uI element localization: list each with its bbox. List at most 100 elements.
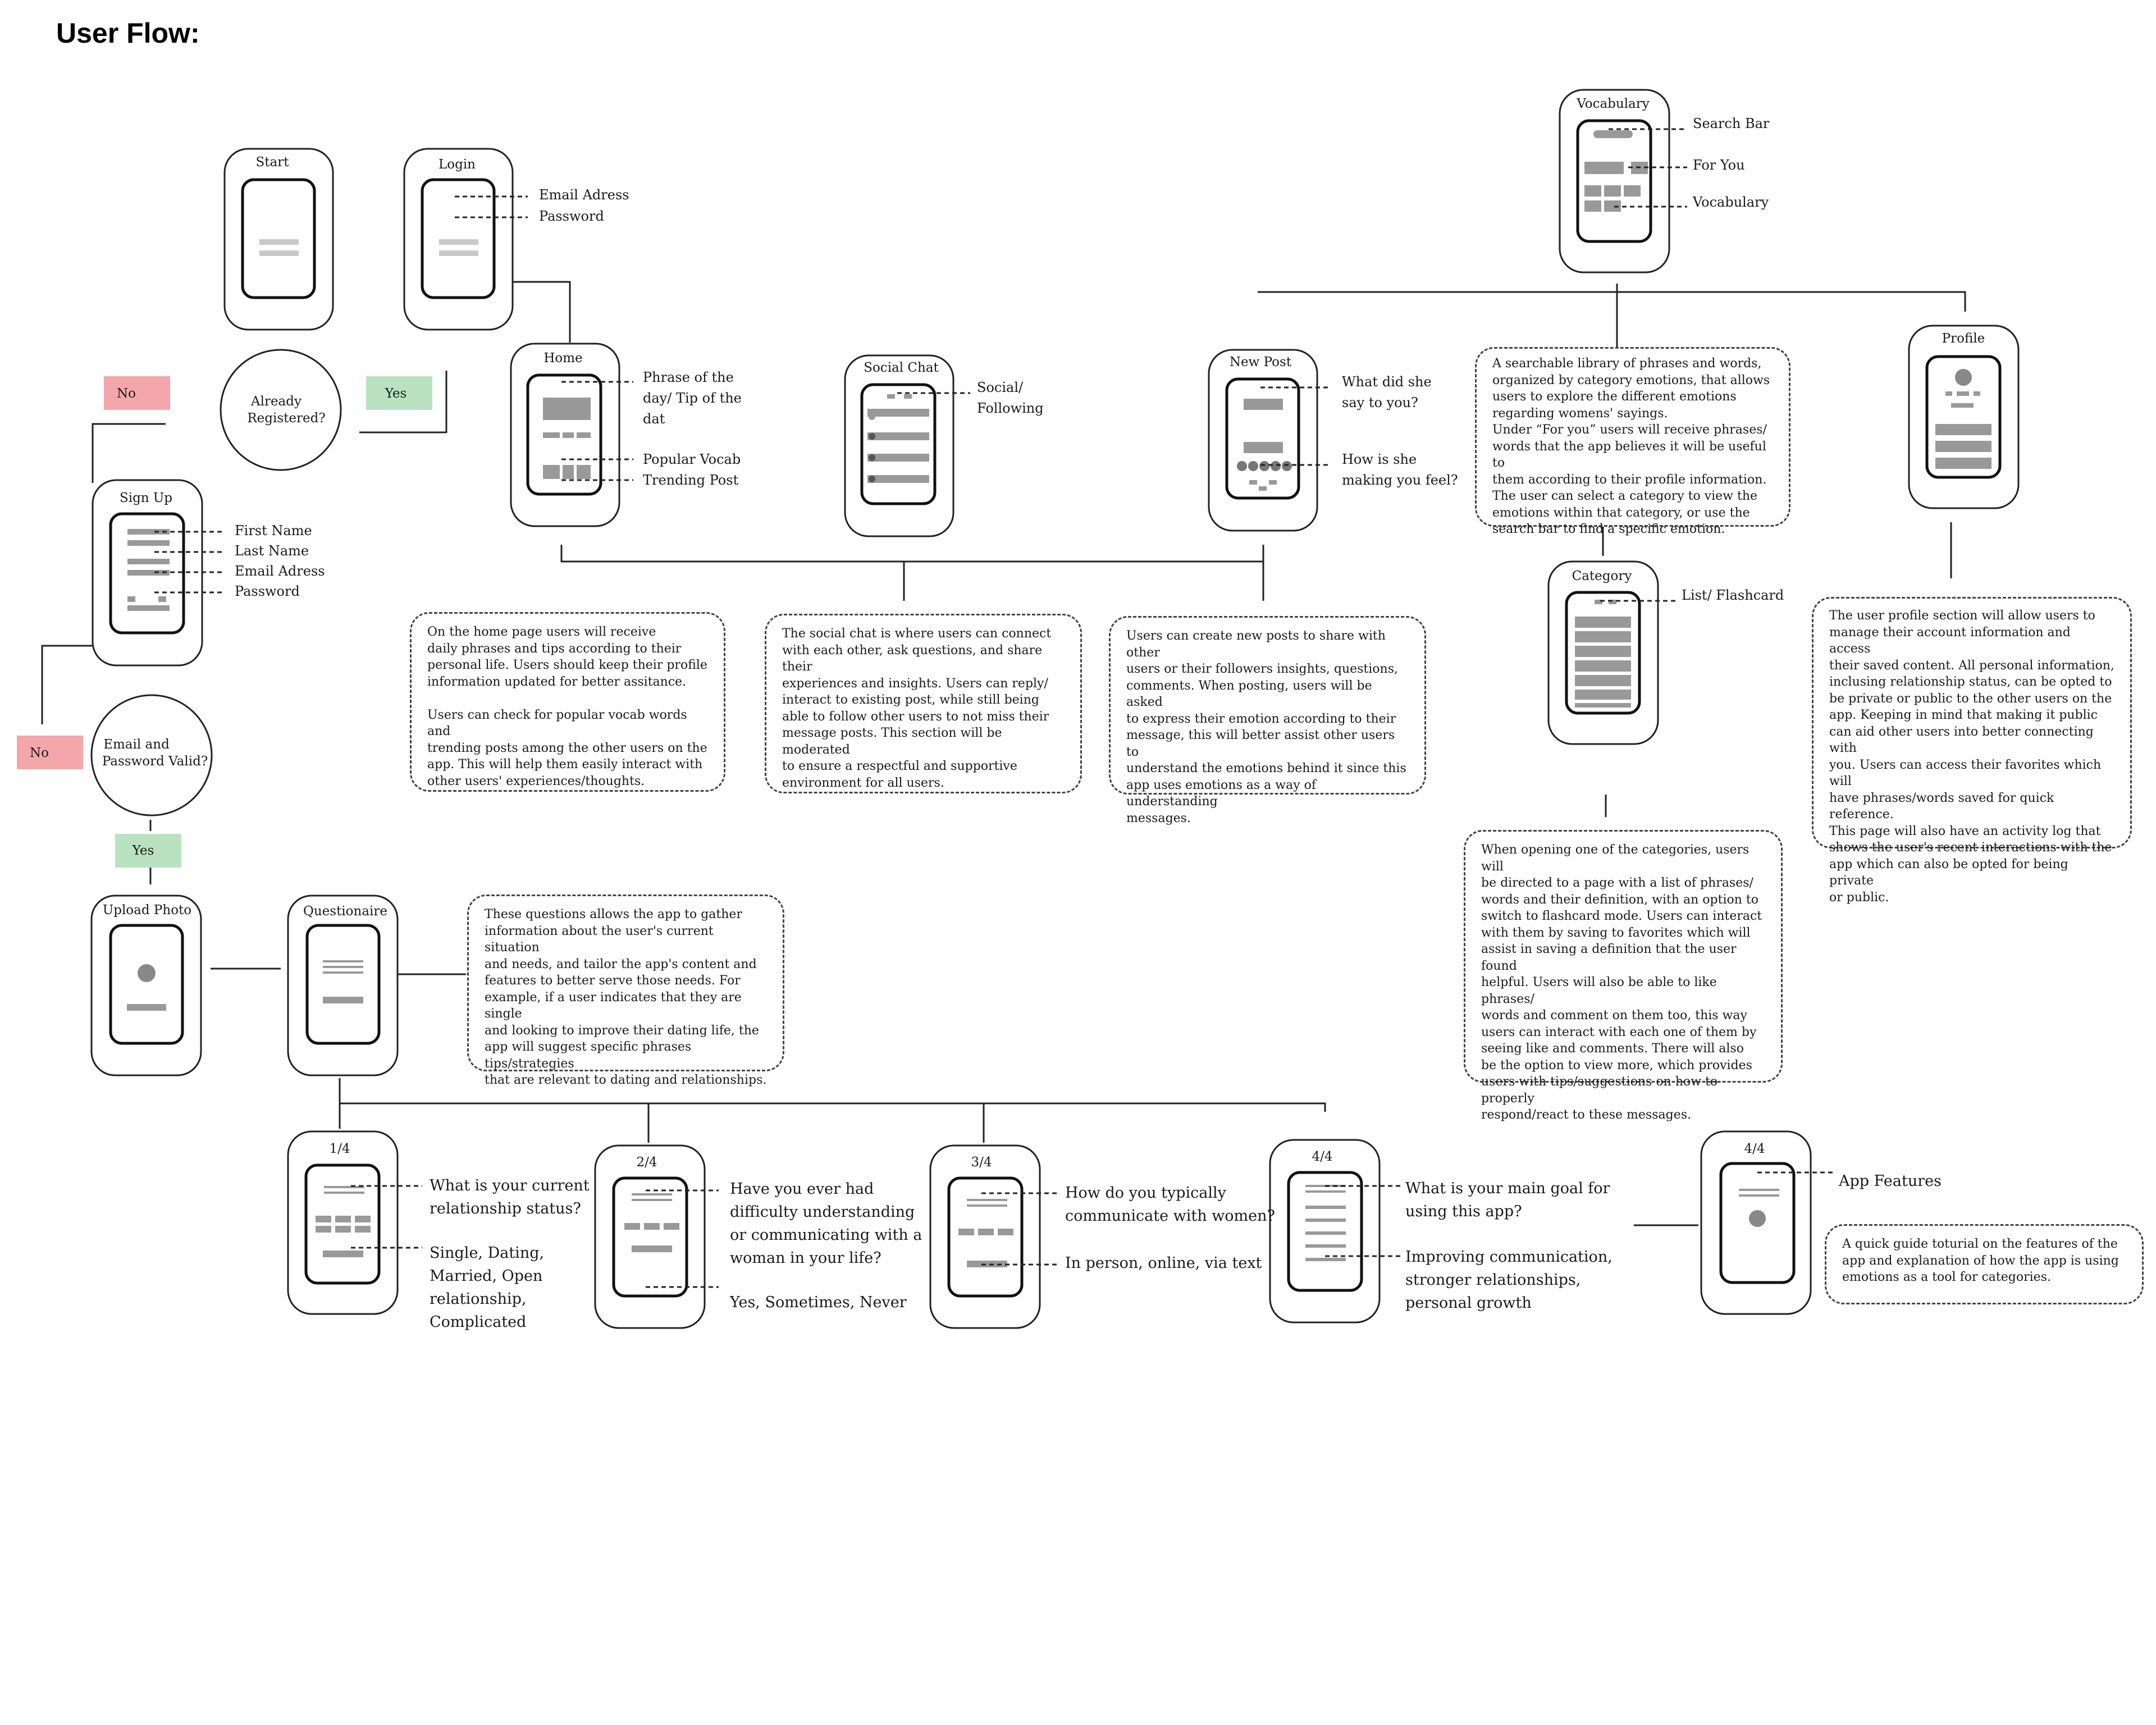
annotation: List/ Flashcard	[1682, 587, 1784, 603]
screen-title: 2/4	[636, 1155, 657, 1170]
svg-text:No: No	[30, 746, 49, 760]
leader-lines	[154, 128, 1835, 1288]
screen-title: Social Chat	[864, 360, 939, 375]
annotation: stronger relationships,	[1405, 1271, 1581, 1289]
annotation: dat	[643, 411, 665, 427]
annotation: Following	[977, 400, 1044, 416]
screen-title: Profile	[1942, 331, 1985, 346]
annotation: Vocabulary	[1692, 194, 1769, 210]
screen-social-chat[interactable]: Social Chat	[844, 354, 954, 537]
annotation: difficulty understanding	[730, 1203, 915, 1221]
questionaire-description-note: These questions allows the app to gather…	[467, 895, 784, 1087]
screen-question-4[interactable]: 4/4	[1269, 1139, 1381, 1324]
new-post-description-note: Users can create new posts to share with…	[1109, 616, 1426, 825]
decision-already-registered: Already Registered?	[220, 349, 342, 471]
screen-title: 3/4	[971, 1155, 992, 1170]
annotation: Trending Post	[643, 472, 739, 488]
svg-text:Email and: Email and	[103, 737, 170, 752]
yes-badge: Yes	[115, 834, 181, 868]
no-badge: No	[17, 736, 83, 769]
annotation: App Features	[1838, 1172, 1942, 1190]
screen-question-1[interactable]: 1/4	[287, 1130, 399, 1315]
screen-title: Home	[543, 351, 582, 366]
annotation: What is your main goal for	[1405, 1180, 1610, 1197]
annotation: In person, online, via text	[1065, 1254, 1262, 1272]
screen-title: Category	[1572, 569, 1632, 583]
screen-title: 4/4	[1744, 1142, 1765, 1156]
svg-text:Already: Already	[250, 394, 302, 409]
screen-title: Sign Up	[120, 491, 172, 505]
annotation: For You	[1693, 157, 1745, 173]
annotation: Search Bar	[1693, 116, 1770, 131]
screen-title: Upload Photo	[103, 903, 191, 918]
annotation: Have you ever had	[730, 1180, 874, 1198]
annotation: Yes, Sometimes, Never	[729, 1294, 907, 1311]
screen-login[interactable]: Login	[403, 148, 514, 331]
annotation: using this app?	[1405, 1203, 1522, 1220]
app-features-description-note: A quick guide toturial on the features o…	[1825, 1224, 2144, 1304]
connectors	[41, 281, 1966, 1226]
screen-upload-photo[interactable]: Upload Photo	[90, 895, 202, 1076]
category-description-note: When opening one of the categories, user…	[1464, 830, 1783, 1122]
svg-text:Yes: Yes	[385, 386, 407, 401]
screen-title: 1/4	[329, 1142, 350, 1156]
annotation: What is your current	[430, 1177, 590, 1194]
annotation: personal growth	[1405, 1294, 1532, 1312]
annotation: communicate with women?	[1065, 1207, 1275, 1225]
screen-title: Vocabulary	[1576, 97, 1650, 111]
annotation: Email Adress	[539, 187, 629, 203]
annotation: How is she	[1342, 451, 1417, 467]
screen-sign-up[interactable]: Sign Up	[92, 479, 203, 667]
annotation: Complicated	[430, 1313, 526, 1331]
annotation: woman in your life?	[730, 1249, 881, 1267]
svg-text:Yes: Yes	[132, 843, 154, 858]
no-badge: No	[104, 376, 170, 410]
screen-app-features[interactable]: 4/4	[1700, 1130, 1812, 1315]
annotation: Phrase of the	[643, 369, 734, 385]
annotation: Last Name	[235, 543, 309, 559]
annotation: Email Adress	[235, 563, 325, 579]
profile-description-note: The user profile section will allow user…	[1812, 597, 2132, 905]
annotation: Social/	[977, 380, 1024, 395]
decision-email-password-valid: Email and Password Valid?	[90, 694, 213, 816]
annotation: relationship,	[430, 1290, 527, 1308]
annotation: Popular Vocab	[643, 451, 741, 467]
vocabulary-description-note: A searchable library of phrases and word…	[1475, 347, 1790, 536]
annotations: Email Adress Password Phrase of the day/…	[235, 116, 1942, 1331]
svg-text:Registered?: Registered?	[247, 411, 325, 426]
annotation: Password	[539, 208, 604, 224]
screen-title: Questionaire	[303, 904, 387, 919]
annotation: Married, Open	[430, 1267, 542, 1285]
screen-new-post[interactable]: New Post	[1208, 349, 1318, 532]
screen-questionaire[interactable]: Questionaire	[287, 895, 399, 1076]
annotation: What did she	[1342, 374, 1432, 390]
annotation: say to you?	[1342, 395, 1418, 410]
screen-start[interactable]: Start	[223, 148, 334, 331]
annotation: First Name	[235, 523, 312, 539]
screen-title: Start	[256, 155, 290, 170]
screen-question-3[interactable]: 3/4	[929, 1144, 1041, 1329]
annotation: making you feel?	[1342, 472, 1458, 488]
annotation: or communicating with a	[730, 1226, 922, 1244]
svg-text:Password Valid?: Password Valid?	[102, 754, 208, 769]
annotation: relationship status?	[430, 1200, 581, 1217]
annotation: Password	[235, 583, 300, 599]
screen-category[interactable]: Category	[1547, 560, 1659, 745]
screen-title: Login	[438, 157, 476, 172]
screen-question-2[interactable]: 2/4	[594, 1144, 706, 1329]
screen-title: New Post	[1230, 355, 1292, 369]
svg-text:No: No	[117, 386, 136, 401]
home-description-note: On the home page users will receive dail…	[410, 612, 725, 792]
social-chat-description-note: The social chat is where users can conne…	[765, 614, 1082, 793]
screen-profile[interactable]: Profile	[1908, 325, 2020, 509]
screen-home[interactable]: Home	[510, 343, 620, 527]
screen-title: 4/4	[1312, 1149, 1332, 1164]
page-title: User Flow:	[56, 17, 200, 49]
screen-vocabulary[interactable]: Vocabulary	[1559, 89, 1670, 273]
annotation: Improving communication,	[1405, 1248, 1613, 1266]
yes-badge: Yes	[366, 376, 432, 410]
annotation: How do you typically	[1065, 1184, 1227, 1202]
annotation: Single, Dating,	[430, 1244, 544, 1262]
annotation: day/ Tip of the	[643, 390, 742, 406]
